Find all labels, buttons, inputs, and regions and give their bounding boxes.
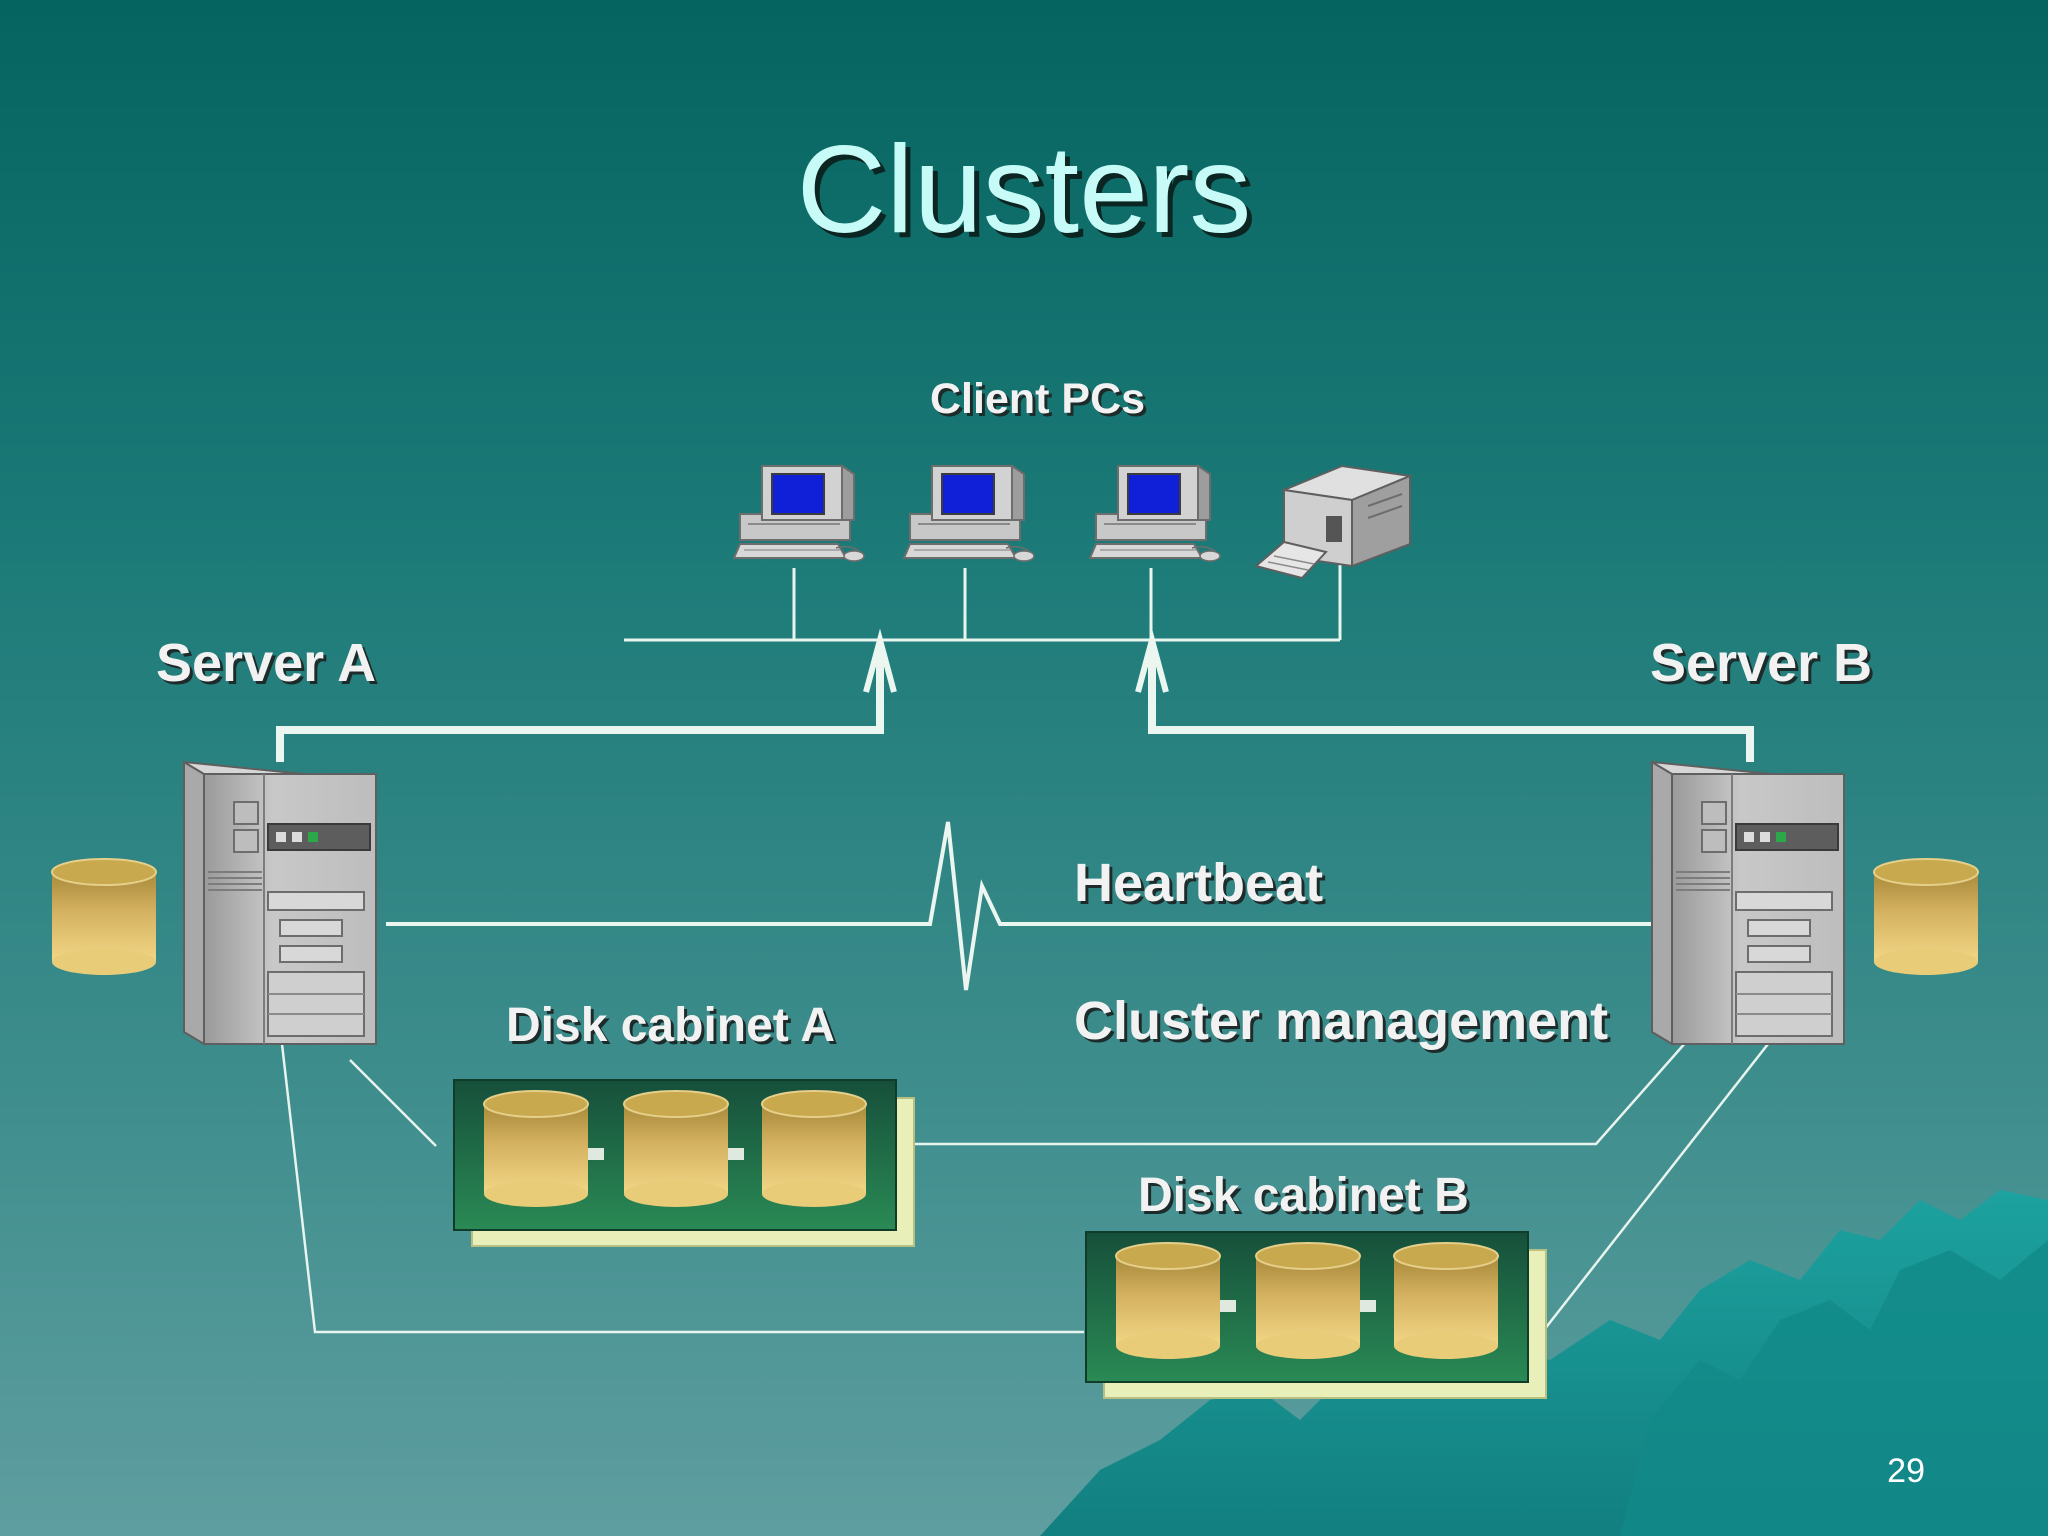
- slide-title: Clusters: [796, 121, 1252, 259]
- printer-icon: [1253, 464, 1414, 580]
- mountain-ridge: [1620, 1240, 2048, 1536]
- client-pc-2: [903, 465, 1035, 562]
- server-b-to-cabinet-b: [1543, 1043, 1769, 1331]
- disk-cabinet-a: [454, 1080, 914, 1246]
- server-a-client-link: [276, 652, 884, 762]
- server-a-to-cabinet-a: [349, 1059, 437, 1147]
- cluster-management-label: Cluster management: [1074, 991, 1609, 1051]
- server-b-label: Server B: [1650, 633, 1873, 693]
- client-pc-1: [733, 465, 865, 562]
- disk-cabinet-b: [1086, 1232, 1546, 1398]
- server-b-arrowhead: [1135, 628, 1169, 693]
- client-pc-3: [1089, 465, 1221, 562]
- client-pcs-label: Client PCs: [930, 375, 1146, 423]
- server-a-to-cabinet-b: [280, 1043, 1084, 1334]
- page-number: 29: [1887, 1452, 1925, 1490]
- heartbeat-line: [386, 821, 1654, 991]
- heartbeat-label: Heartbeat: [1074, 853, 1324, 913]
- server-b-local-disk-icon: [1873, 858, 1979, 976]
- server-b-icon: [1651, 761, 1845, 1045]
- disk-cabinet-b-label: Disk cabinet B: [1138, 1169, 1469, 1222]
- server-a-arrowhead: [863, 628, 897, 693]
- server-a-local-disk-icon: [51, 858, 157, 976]
- server-b-to-cabinet-a: [914, 1023, 1703, 1146]
- server-a-icon: [183, 761, 377, 1045]
- disk-cabinet-a-label: Disk cabinet A: [506, 999, 835, 1052]
- server-a-label: Server A: [156, 633, 377, 693]
- server-b-client-link: [1148, 652, 1754, 762]
